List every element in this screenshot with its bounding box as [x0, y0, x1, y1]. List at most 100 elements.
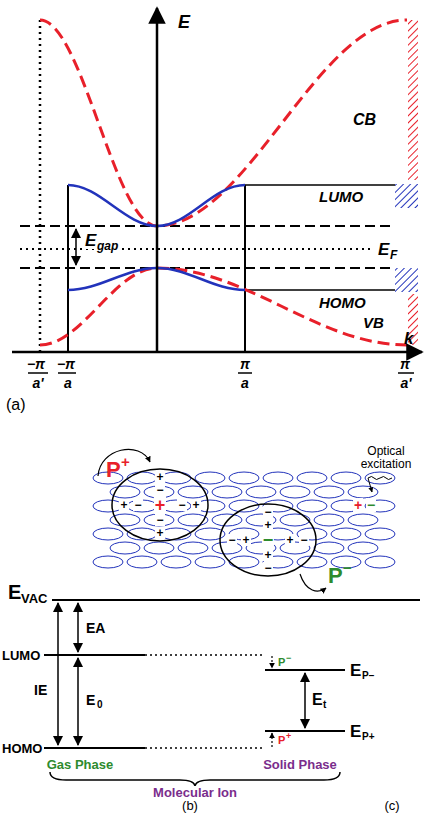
molecule-ellipse: [297, 500, 327, 512]
molecule-ellipse: [314, 486, 344, 498]
diagram-label: EA: [86, 621, 105, 635]
diagram-label: +: [121, 454, 130, 469]
diagram-label: gap: [96, 240, 119, 252]
diagram-label: F: [390, 249, 397, 261]
molecule-ellipse: [331, 472, 361, 484]
diagram-label: E: [312, 692, 323, 708]
molecule-ellipse: [161, 528, 191, 540]
diagram-label: Solid Phase: [263, 758, 337, 771]
diagram-label: −: [155, 514, 164, 526]
diagram-label: k: [404, 330, 413, 347]
diagram-label: −: [366, 498, 376, 512]
diagram-label: a': [32, 376, 43, 390]
diagram-label: −: [262, 531, 275, 549]
diagram-label: E: [178, 13, 190, 31]
molecule-ellipse: [144, 542, 174, 554]
molecule-ellipse: [280, 486, 310, 498]
molecule-ellipse: [229, 472, 259, 484]
diagram-label: −: [177, 499, 186, 511]
diagram-label: a: [241, 376, 249, 390]
diagram-label: +: [155, 471, 164, 483]
diagram-label: a: [64, 376, 72, 390]
molecule-ellipse: [297, 472, 327, 484]
molecule-ellipse: [178, 542, 208, 554]
molecule-ellipse: [93, 556, 123, 568]
molecule-ellipse: [229, 556, 259, 568]
molecule-ellipse: [263, 472, 293, 484]
molecule-ellipse: [365, 556, 395, 568]
diagram-label: −: [286, 654, 291, 663]
molecule-ellipse: [331, 528, 361, 540]
diagram-label: +: [241, 534, 250, 546]
diagram-label: LUMO: [318, 189, 364, 204]
diagram-label: a': [400, 376, 411, 390]
diagram-label: −π: [57, 357, 75, 371]
diagram-label: 0: [97, 700, 103, 710]
diagram-label: −: [155, 484, 164, 496]
diagram-label: (a): [6, 397, 26, 413]
molecule-ellipse: [110, 542, 140, 554]
molecule-ellipse: [93, 528, 123, 540]
diagram-label: −π: [27, 357, 45, 371]
diagram-label: t: [323, 700, 326, 710]
molecule-ellipse: [348, 486, 378, 498]
diagram-label: +: [191, 499, 200, 511]
diagram-label: +: [263, 549, 272, 561]
diagram-label: Molecular Ion: [153, 786, 237, 799]
diagram-label: +: [263, 519, 272, 531]
diagram-label: Gas Phase: [47, 758, 114, 771]
diagram-label: +: [119, 499, 128, 511]
diagram-label: LUMO: [2, 649, 40, 662]
diagram-label: P: [106, 459, 121, 481]
diagram-label: (b): [182, 799, 198, 812]
molecule-ellipse: [127, 556, 157, 568]
molecule-ellipse: [314, 542, 344, 554]
molecule-ellipse: [195, 556, 225, 568]
molecule-ellipse: [348, 514, 378, 526]
molecule-ellipse: [212, 486, 242, 498]
diagram-label: −: [227, 534, 236, 546]
diagram-label: +: [155, 527, 164, 539]
molecule-ellipse: [280, 514, 310, 526]
diagram-label: −: [263, 506, 272, 518]
diagram-label: E: [350, 723, 361, 740]
diagram-label: −: [343, 560, 352, 575]
molecule-ellipse: [365, 528, 395, 540]
diagram-label: P−: [362, 671, 375, 681]
diagram-label: VAC: [21, 592, 47, 605]
molecule-ellipse: [161, 472, 191, 484]
diagram-label: −: [133, 499, 142, 511]
molecule-ellipse: [127, 500, 157, 512]
diagram-label: CB: [352, 112, 377, 128]
diagram-label: +: [286, 732, 291, 741]
diagram-label: P: [278, 735, 285, 746]
molecule-ellipse: [144, 514, 174, 526]
diagram-label: (c): [384, 799, 399, 812]
molecule-ellipse: [348, 542, 378, 554]
molecule-ellipse: [246, 486, 276, 498]
diagram-label: Optical excitation: [348, 445, 424, 471]
diagram-label: VB: [362, 315, 385, 330]
diagram-label: π: [240, 357, 250, 371]
molecule-ellipse: [161, 556, 191, 568]
molecule-ellipse: [127, 472, 157, 484]
diagram-label: P: [328, 565, 343, 587]
molecule-ellipse: [195, 472, 225, 484]
diagram-label: +: [285, 534, 294, 546]
diagram-label: E: [378, 241, 389, 258]
diagram-label: HOMO: [2, 742, 42, 755]
diagram-label: π: [400, 357, 410, 371]
molecule-ellipse: [314, 514, 344, 526]
diagram-label: −: [263, 562, 272, 574]
diagram-label: P: [278, 657, 285, 668]
diagram-label: +: [353, 498, 363, 512]
diagram-label: IE: [34, 683, 47, 697]
diagram-label: −: [299, 534, 308, 546]
diagram-label: E: [86, 693, 95, 707]
diagram-label: E: [8, 582, 21, 602]
diagram-label: HOMO: [318, 295, 367, 310]
molecule-ellipse: [178, 486, 208, 498]
diagram-label: P+: [362, 732, 375, 742]
diagram-label: +: [154, 496, 167, 514]
diagram-label: E: [350, 662, 361, 679]
